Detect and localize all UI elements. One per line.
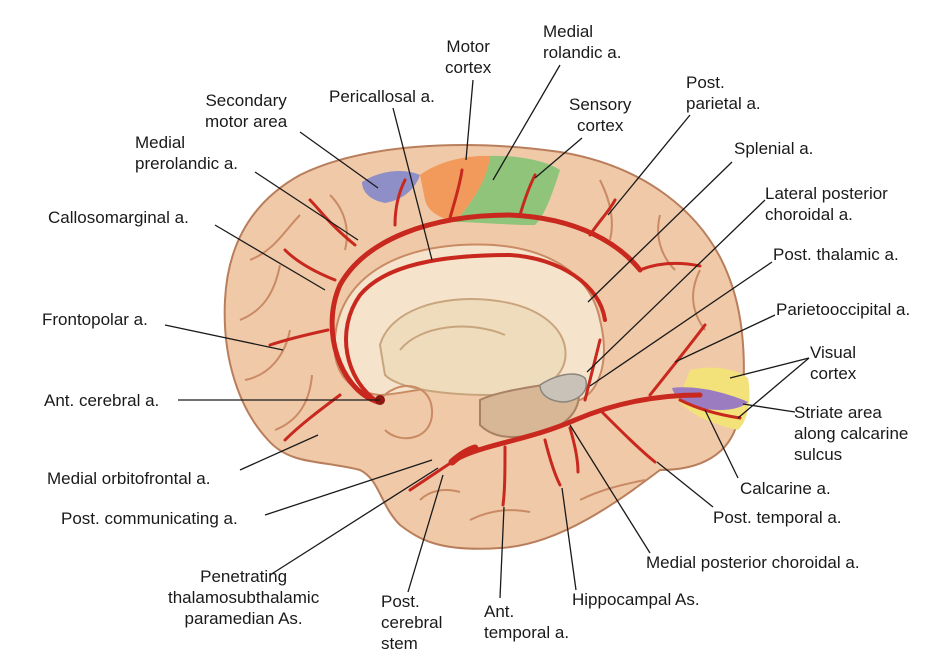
- leader-lines: [164, 64, 810, 599]
- label-lateral-posterior-choroidal: Lateral posterior choroidal a.: [765, 184, 888, 224]
- artery-network: [268, 168, 742, 507]
- label-calcarine: Calcarine a.: [740, 479, 831, 498]
- label-post-temporal: Post. temporal a.: [713, 508, 842, 527]
- frontal-curl: [379, 385, 434, 440]
- label-parietooccipital: Parietooccipital a.: [776, 300, 911, 319]
- motor-cortex-shape: [420, 155, 490, 222]
- label-visual-cortex: Visual cortex: [810, 343, 857, 383]
- label-ant-temporal: Ant. temporal a.: [484, 602, 570, 642]
- label-callosomarginal: Callosomarginal a.: [48, 208, 189, 227]
- label-hippocampal: Hippocampal As.: [572, 590, 700, 609]
- label-post-cerebral-stem: Post. cerebral stem: [381, 592, 443, 653]
- label-frontopolar: Frontopolar a.: [42, 310, 148, 329]
- label-splenial: Splenial a.: [734, 139, 814, 158]
- label-secondary-motor-area: Secondary motor area: [205, 91, 288, 131]
- label-pericallosal: Pericallosal a.: [329, 87, 435, 106]
- label-motor-cortex: Motor cortex: [445, 37, 492, 77]
- label-ant-cerebral: Ant. cerebral a.: [44, 391, 160, 410]
- post-cerebral-stem-vessel: [448, 444, 479, 466]
- label-sensory-cortex: Sensory cortex: [569, 95, 632, 135]
- label-medial-prerolandic: Medial prerolandic a.: [135, 133, 239, 173]
- label-medial-orbitofrontal: Medial orbitofrontal a.: [47, 469, 211, 488]
- label-penetrating: Penetrating thalamosubthalamic paramedia…: [168, 567, 320, 628]
- label-post-parietal: Post. parietal a.: [686, 73, 761, 113]
- label-medial-rolandic: Medial rolandic a.: [543, 22, 622, 62]
- label-post-thalamic: Post. thalamic a.: [773, 245, 899, 264]
- gyrus-lines: [239, 179, 706, 521]
- label-post-communicating: Post. communicating a.: [61, 509, 238, 528]
- label-striate-area: Striate area along calcarine sulcus: [794, 403, 909, 464]
- label-medial-posterior-choroidal: Medial posterior choroidal a.: [646, 553, 860, 572]
- pineal-region: [539, 373, 587, 403]
- sensory-cortex-shape: [455, 155, 560, 225]
- thalamus: [378, 298, 567, 397]
- fornix: [399, 325, 506, 351]
